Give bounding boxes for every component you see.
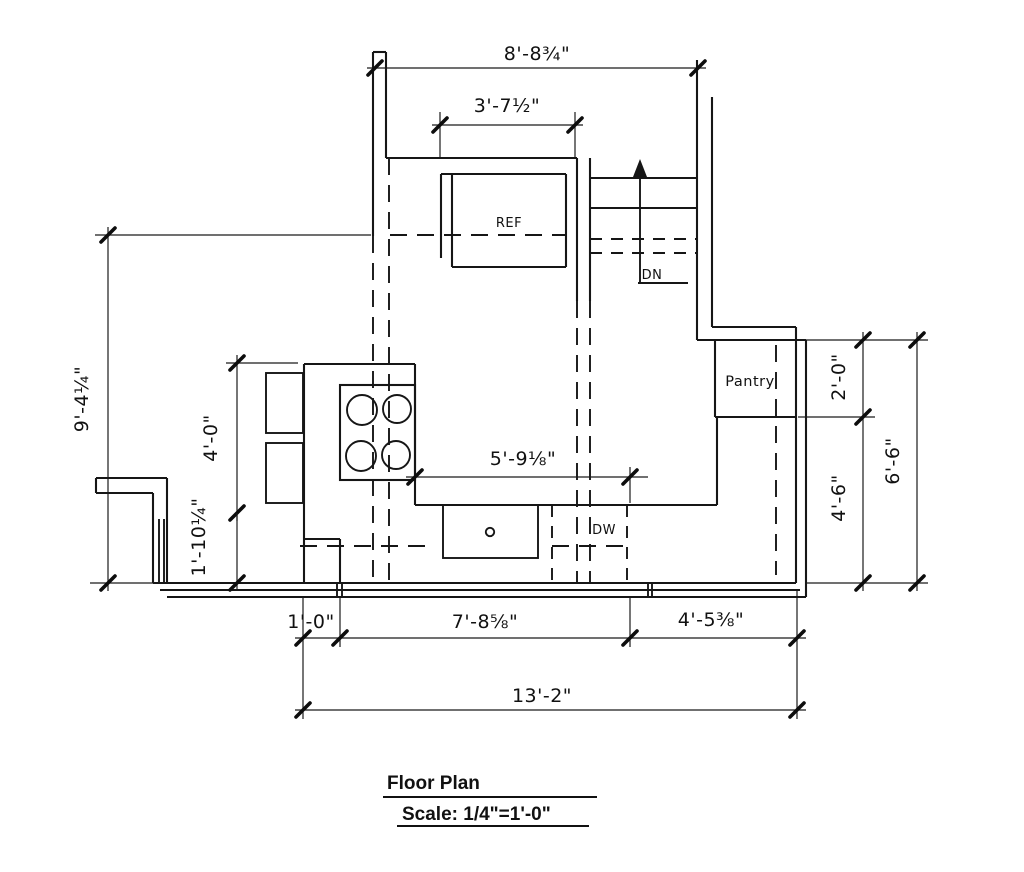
dim-bottom-right-label: 4'-5⅜" <box>678 609 744 631</box>
stool <box>265 442 304 504</box>
dim-left-overall: 9'-4¼" <box>71 226 371 592</box>
exterior-walls <box>94 50 808 599</box>
dim-counter-mid-label: 5'-9⅛" <box>490 448 556 470</box>
dim-left-overall-label: 9'-4¼" <box>71 366 93 432</box>
dim-counter-mid: 5'-9⅛" <box>406 448 648 503</box>
dim-counter-return: 1'-10¼" <box>188 498 246 592</box>
drawing-title: Floor Plan <box>387 773 480 794</box>
dim-counter-return-label: 1'-10¼" <box>188 498 210 577</box>
stairs-dn-label: DN <box>642 268 663 283</box>
stool <box>265 372 304 434</box>
cooktop-outline <box>338 383 417 482</box>
dim-right-side: 2'-0" 4'-6" 6'-6" <box>798 331 928 592</box>
dim-pantry-depth-label: 2'-0" <box>828 353 850 401</box>
sink-basin <box>442 504 539 559</box>
dim-ref-alcove: 3'-7½" <box>431 95 584 157</box>
burner-icon <box>346 394 378 426</box>
refrigerator: REF <box>439 172 568 269</box>
dim-bottom-overall: 13'-2" <box>294 685 806 719</box>
dim-top-overall-label: 8'-8¾" <box>504 43 570 65</box>
stair-arrow-up-icon <box>633 159 647 177</box>
bar-stools <box>265 372 304 504</box>
dim-right-overall-label: 6'-6" <box>882 437 904 485</box>
dishwasher: DW <box>551 505 628 583</box>
dim-counter-left: 4'-0" <box>200 354 298 522</box>
sink-drain-icon <box>484 526 496 538</box>
dim-right-lower-label: 4'-6" <box>828 474 850 522</box>
dim-bottom-step-label: 1'-0" <box>287 611 335 633</box>
dim-top-overall: 8'-8¾" <box>366 43 707 77</box>
dim-bottom-overall-label: 13'-2" <box>512 685 572 707</box>
counters <box>302 362 719 583</box>
cooktop <box>338 383 417 482</box>
pantry-closet: Pantry <box>713 340 796 575</box>
dim-bottom-row: 1'-0" 7'-8⅝" 4'-5⅜" <box>287 590 806 719</box>
stairs: DN <box>590 159 697 284</box>
title-block: Floor Plan Scale: 1/4"=1'-0" <box>383 773 597 827</box>
burner-icon <box>382 394 412 424</box>
refrigerator-label: REF <box>496 216 522 231</box>
dim-bottom-mid-label: 7'-8⅝" <box>452 611 518 633</box>
burner-icon <box>381 440 411 470</box>
dim-ref-alcove-label: 3'-7½" <box>474 95 540 117</box>
pantry-label: Pantry <box>725 374 774 390</box>
burner-icon <box>345 440 377 472</box>
sink <box>442 504 539 559</box>
overhead-dashed-lines <box>300 158 627 583</box>
dim-counter-left-label: 4'-0" <box>200 414 222 462</box>
dishwasher-label: DW <box>592 523 616 538</box>
drawing-scale: Scale: 1/4"=1'-0" <box>402 804 551 825</box>
